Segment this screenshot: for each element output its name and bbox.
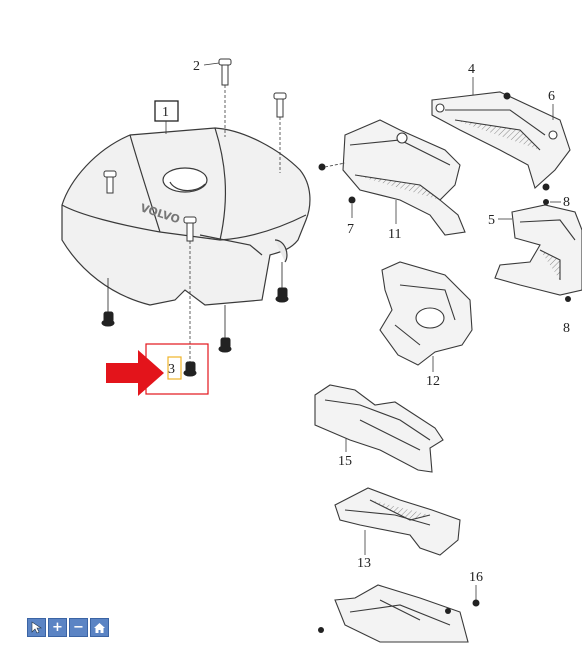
pointer-arrow xyxy=(106,350,164,396)
bolt-2b[interactable] xyxy=(273,92,287,118)
label-12[interactable]: 12 xyxy=(426,374,440,389)
part-15[interactable] xyxy=(314,384,444,473)
part-12[interactable] xyxy=(379,261,473,366)
label-16[interactable]: 16 xyxy=(469,570,483,585)
screw-16a[interactable] xyxy=(472,599,480,607)
label-11[interactable]: 11 xyxy=(388,227,401,242)
label-2[interactable]: 2 xyxy=(193,59,200,74)
screw-7b[interactable] xyxy=(348,196,356,204)
grommet-c[interactable] xyxy=(218,305,232,353)
part-4[interactable] xyxy=(431,91,571,189)
cursor-icon[interactable] xyxy=(27,618,46,637)
grommet-3[interactable] xyxy=(183,361,197,377)
label-4[interactable]: 4 xyxy=(468,62,475,77)
label-8a[interactable]: 8 xyxy=(563,195,570,210)
label-15[interactable]: 15 xyxy=(338,454,352,469)
label-3[interactable]: 3 xyxy=(168,362,175,377)
label-box-1 xyxy=(154,100,179,122)
minus-icon[interactable]: − xyxy=(69,618,88,637)
part-11[interactable] xyxy=(342,119,466,236)
label-6[interactable]: 6 xyxy=(548,89,555,104)
engine-cover[interactable] xyxy=(61,127,311,306)
bolt-2d[interactable] xyxy=(183,216,197,242)
label-5[interactable]: 5 xyxy=(488,213,495,228)
label-3-highlight xyxy=(167,356,182,380)
screw-16c[interactable] xyxy=(318,627,324,633)
label-7[interactable]: 7 xyxy=(347,222,354,237)
screw-16b[interactable] xyxy=(445,608,451,614)
label-8b[interactable]: 8 xyxy=(563,321,570,336)
grommet-b[interactable] xyxy=(275,262,289,303)
viewer-toolbar: + − xyxy=(27,618,109,637)
label-1[interactable]: 1 xyxy=(162,105,169,120)
screw-7a[interactable] xyxy=(318,163,326,171)
part-13[interactable] xyxy=(334,487,461,556)
label-13[interactable]: 13 xyxy=(357,556,371,571)
home-icon[interactable] xyxy=(90,618,109,637)
part-5[interactable] xyxy=(494,204,582,296)
plus-icon[interactable]: + xyxy=(48,618,67,637)
bolt-2a[interactable] xyxy=(218,58,232,86)
bolt-2c[interactable] xyxy=(103,170,117,194)
grommet-a[interactable] xyxy=(101,278,115,327)
part-16-shield[interactable] xyxy=(334,584,469,643)
